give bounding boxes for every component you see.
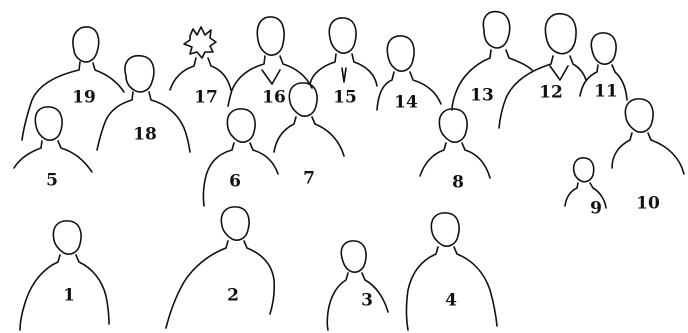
person-15-label: 15	[333, 88, 357, 108]
person-4-label: 4	[445, 291, 457, 311]
person-10-outline	[612, 99, 684, 174]
person-17-label: 17	[194, 88, 218, 108]
person-11-label: 11	[594, 82, 618, 102]
person-10-label: 10	[636, 194, 660, 214]
person-16-label: 16	[262, 88, 286, 108]
person-5-label: 5	[46, 171, 58, 191]
person-6-label: 6	[229, 172, 241, 192]
person-14-label: 14	[394, 93, 418, 113]
person-19-outline	[22, 27, 124, 140]
person-2-label: 2	[227, 286, 239, 306]
person-1-outline	[20, 221, 109, 330]
person-8-label: 8	[452, 173, 464, 193]
person-1-label: 1	[63, 286, 75, 306]
person-2-outline	[166, 207, 274, 328]
person-8-outline	[420, 109, 490, 178]
person-3-outline	[327, 241, 388, 330]
person-5-outline	[14, 107, 92, 172]
person-13-label: 13	[470, 86, 494, 106]
person-17-outline	[170, 27, 231, 90]
person-19-label: 19	[72, 88, 96, 108]
person-18-label: 18	[133, 125, 157, 145]
person-12-outline	[499, 14, 586, 128]
person-15-outline	[310, 18, 377, 86]
person-7-label: 7	[303, 169, 315, 189]
person-9-label: 9	[590, 199, 602, 219]
person-12-label: 12	[539, 83, 563, 103]
person-3-label: 3	[361, 291, 373, 311]
person-4-outline	[407, 213, 498, 330]
